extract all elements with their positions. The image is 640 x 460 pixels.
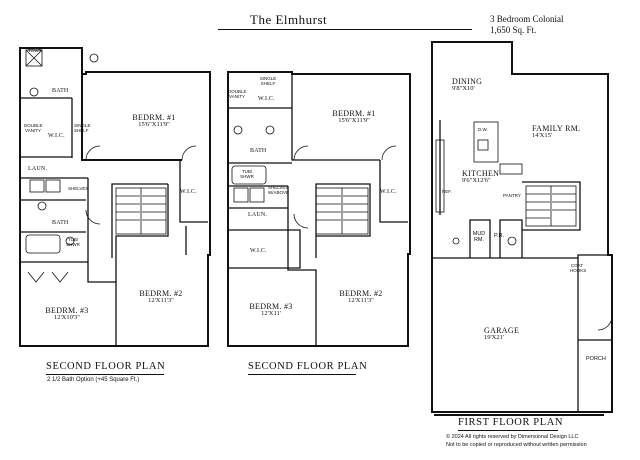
- square-footage: 1,650 Sq. Ft.: [490, 25, 537, 35]
- family-room-name: FAMILY RM.: [532, 124, 581, 133]
- kitchen-name: KITCHEN: [462, 169, 500, 178]
- single-shelf-label: SINGLE SHELF: [74, 123, 91, 133]
- garage-dims: 19'X21': [484, 334, 505, 342]
- bedroom-2-name: BEDRM. #2: [139, 289, 183, 298]
- wic-top-b-label: W.I.C.: [258, 96, 275, 102]
- title-underline: [218, 29, 472, 30]
- double-vanity-label: DOUBLE VANITY: [24, 123, 43, 133]
- bath-b-label: BATH: [250, 148, 267, 154]
- kitchen-label: KITCHEN 9'6"X12'6": [462, 169, 508, 185]
- bath-option-note: 2 1/2 Bath Option (+45 Square Ft.): [47, 377, 140, 383]
- bedroom-2-b-dims: 12'X11'3": [348, 297, 374, 305]
- bedroom-2-b-name: BEDRM. #2: [339, 289, 383, 298]
- bedroom-3-b-label: BEDRM. #3 12'X11': [246, 302, 296, 318]
- single-shelf-b-label: SINGLE SHELF: [259, 76, 277, 86]
- bedroom-1-dims: 15'6"X11'9": [138, 121, 170, 129]
- shelves-b-label: SHELVES W/ABOVE: [268, 185, 290, 195]
- dining-label: DINING 9'8"X10': [452, 77, 492, 93]
- shelves-label: SHELVES: [68, 186, 89, 191]
- bedroom-3-label: BEDRM. #3 12'X10'3": [42, 306, 92, 322]
- garage-label: GARAGE 19'X21': [484, 326, 524, 342]
- bedroom-3-b-dims: 12'X11': [261, 310, 281, 318]
- wic-right-label: W.I.C.: [180, 189, 197, 195]
- wic-left-label: W.I.C.: [48, 133, 65, 139]
- family-room-dims: 14'X15': [532, 132, 553, 140]
- bath-mid-label: BATH: [52, 220, 69, 226]
- bedroom-3-b-name: BEDRM. #3: [249, 302, 293, 311]
- first-floor-caption: FIRST FLOOR PLAN: [458, 417, 564, 428]
- plan-title: The Elmhurst: [250, 12, 328, 27]
- dishwasher-label: D.W.: [478, 127, 488, 132]
- bedroom-3-dims: 12'X10'3": [54, 314, 80, 322]
- refrigerator-label: REF.: [442, 189, 452, 194]
- wic-right-b-label: W.I.C.: [380, 189, 397, 195]
- mud-room-label: MUD RM.: [472, 231, 486, 243]
- dining-dims: 9'8"X10': [452, 85, 475, 93]
- dining-name: DINING: [452, 77, 483, 86]
- bedroom-2-label: BEDRM. #2 12'X11'3": [136, 289, 186, 305]
- coat-hooks-label: COAT HOOKS: [570, 263, 587, 273]
- bedroom-2-b-label: BEDRM. #2 12'X11'3": [336, 289, 386, 305]
- laundry-label: LAUN.: [28, 166, 48, 172]
- title-block-frame: [434, 414, 604, 456]
- bedroom-3-name: BEDRM. #3: [45, 306, 89, 315]
- kitchen-dims: 9'6"X12'6": [462, 177, 491, 185]
- bedroom-1-name: BEDRM. #1: [132, 113, 176, 122]
- bedroom-count: 3 Bedroom Colonial: [490, 14, 564, 24]
- bedroom-1-b-label: BEDRM. #1 15'6"X11'9": [326, 109, 382, 125]
- pantry-label: PANTRY: [503, 193, 521, 198]
- tub-shower-b-label: TUB/ SHWR: [240, 169, 254, 179]
- bedroom-1-b-name: BEDRM. #1: [332, 109, 376, 118]
- powder-room-label: P.R.: [494, 233, 504, 239]
- porch-label: PORCH: [586, 356, 606, 362]
- copyright-line: © 2024 All rights reserved by Dimensiona…: [446, 434, 579, 440]
- bedroom-1-b-dims: 15'6"X11'9": [338, 117, 370, 125]
- bedroom-1-label: BEDRM. #1 15'6"X11'9": [126, 113, 182, 129]
- permission-notice: Not to be copied or reproduced without w…: [446, 442, 587, 448]
- caption-underline-a: [46, 374, 164, 375]
- double-vanity-b-label: DOUBLE VANITY: [228, 89, 247, 99]
- caption-underline-b: [248, 374, 356, 375]
- caption-underline-c: [458, 430, 558, 431]
- tower-label: TOWR: [28, 48, 42, 53]
- wic-mid-b-label: W.I.C.: [250, 248, 267, 254]
- bath-top-label: BATH: [52, 88, 69, 94]
- second-floor-caption-b: SECOND FLOOR PLAN: [248, 361, 368, 372]
- family-room-label: FAMILY RM. 14'X15': [532, 124, 588, 140]
- tub-shower-label: TUB/ SHWR: [66, 237, 80, 247]
- bedroom-2-dims: 12'X11'3": [148, 297, 174, 305]
- laundry-b-label: LAUN.: [248, 212, 268, 218]
- garage-name: GARAGE: [484, 326, 520, 335]
- second-floor-caption-a: SECOND FLOOR PLAN: [46, 361, 166, 372]
